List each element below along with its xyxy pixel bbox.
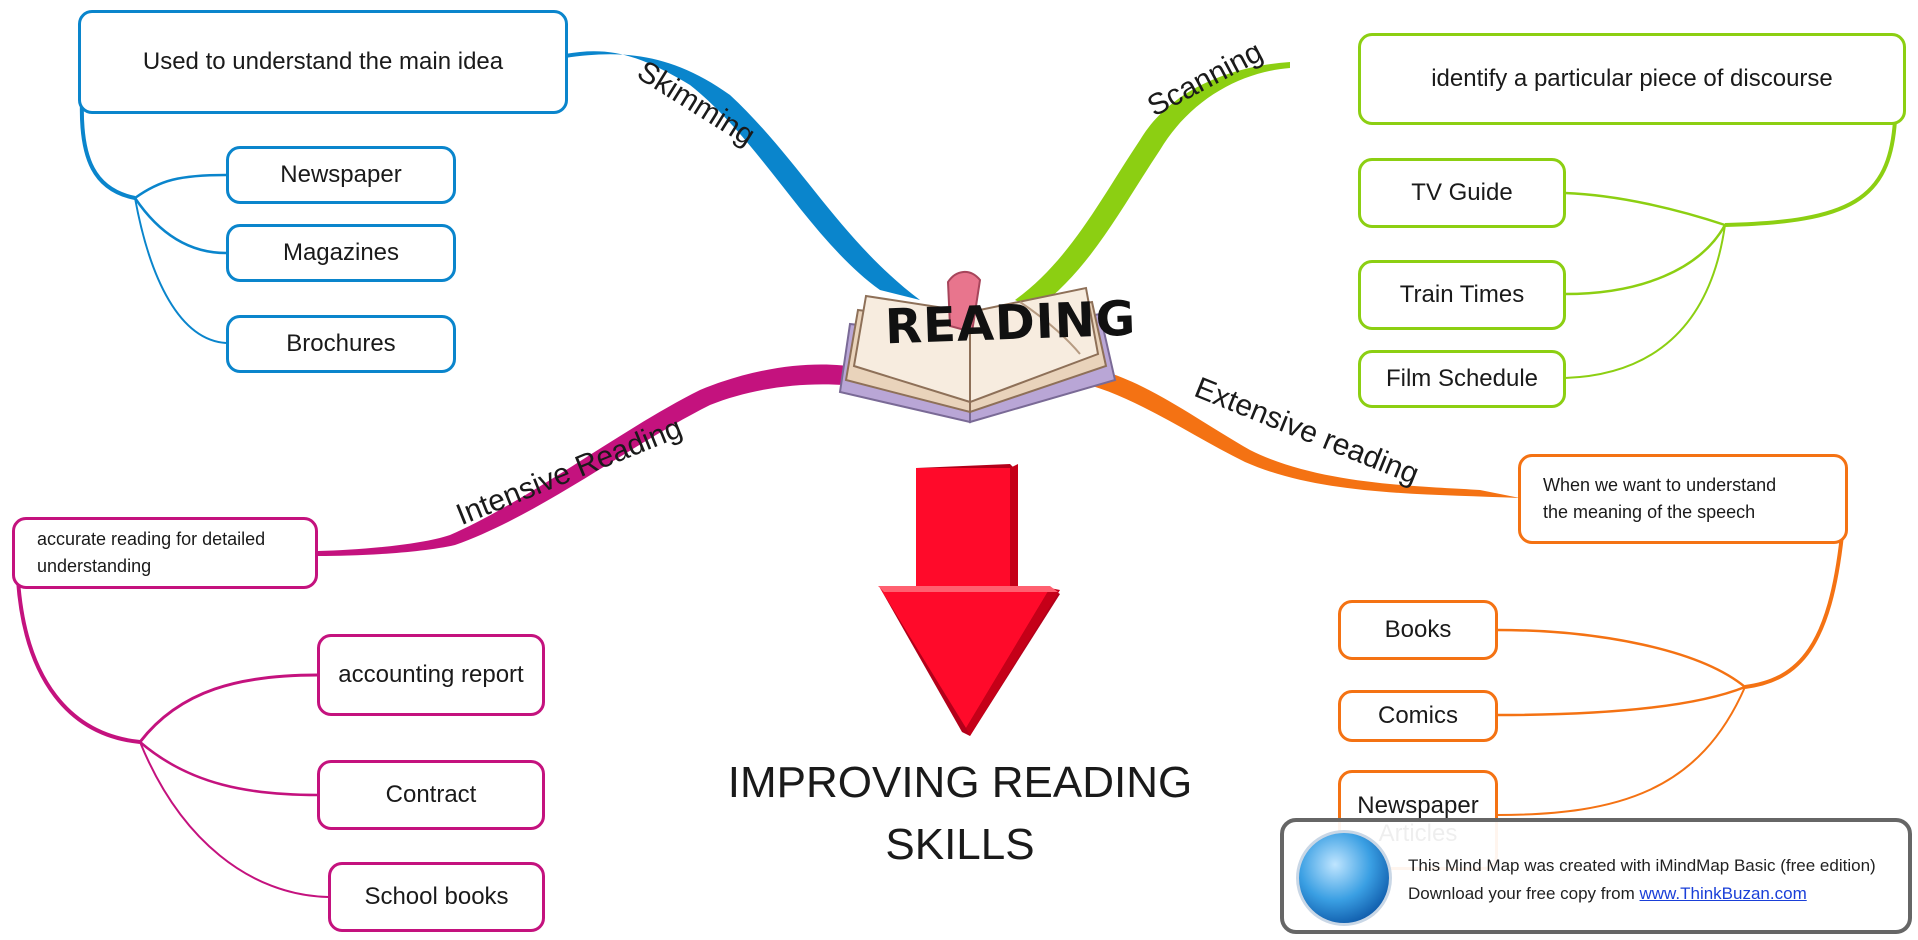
scanning-example-node[interactable]: TV Guide	[1358, 158, 1566, 228]
extensive-description-node[interactable]: When we want to understand the meaning o…	[1518, 454, 1848, 544]
intensive-description-node[interactable]: accurate reading for detailed understand…	[12, 517, 318, 589]
imindmap-watermark: This Mind Map was created with iMindMap …	[1280, 818, 1912, 934]
intensive-trunk	[16, 579, 141, 744]
open-book-icon[interactable]	[830, 262, 1120, 432]
scanning-connector-3	[1564, 224, 1726, 379]
intensive-example-node[interactable]: accounting report	[317, 634, 545, 716]
improving-reading-skills-heading: IMPROVING READING SKILLS	[727, 758, 1193, 869]
intensive-connector-3	[139, 741, 329, 898]
skimming-connector-2	[133, 197, 227, 255]
skimming-example-node[interactable]: Magazines	[226, 224, 456, 282]
intensive-example-node[interactable]: School books	[328, 862, 545, 932]
central-topic-title[interactable]: READING	[884, 290, 1138, 356]
intensive-connector-1	[138, 673, 319, 743]
watermark-download-text: Download your free copy from www.ThinkBu…	[1408, 884, 1807, 904]
intensive-example-node[interactable]: Contract	[317, 760, 545, 830]
scanning-example-node[interactable]: Film Schedule	[1358, 350, 1566, 408]
skimming-description-node[interactable]: Used to understand the main idea	[78, 10, 568, 114]
scanning-example-node[interactable]: Train Times	[1358, 260, 1566, 330]
extensive-example-node[interactable]: Books	[1338, 600, 1498, 660]
skimming-connector-3	[134, 197, 227, 344]
skimming-branch	[565, 51, 920, 300]
down-arrow-icon	[878, 464, 1060, 736]
skimming-connector-1	[134, 173, 227, 200]
scanning-branch	[1015, 62, 1290, 310]
extensive-example-node[interactable]: Comics	[1338, 690, 1498, 742]
scanning-connector-2	[1564, 224, 1727, 296]
imindmap-logo-icon	[1296, 830, 1392, 926]
thinkbuzan-link[interactable]: www.ThinkBuzan.com	[1639, 884, 1807, 903]
extensive-trunk	[1744, 534, 1844, 689]
intensive-branch	[318, 364, 870, 556]
scanning-trunk	[1724, 119, 1897, 227]
skimming-example-node[interactable]: Brochures	[226, 315, 456, 373]
watermark-text: This Mind Map was created with iMindMap …	[1408, 856, 1876, 875]
skimming-example-node[interactable]: Newspaper	[226, 146, 456, 204]
scanning-description-node[interactable]: identify a particular piece of discourse	[1358, 33, 1906, 125]
intensive-connector-2	[139, 741, 319, 797]
extensive-connector-1	[1496, 628, 1746, 688]
scanning-connector-1	[1564, 191, 1726, 227]
extensive-connector-2	[1496, 685, 1746, 717]
extensive-connector-3	[1496, 686, 1746, 816]
watermark-download-prefix: Download your free copy from	[1408, 884, 1640, 903]
skimming-trunk	[79, 99, 136, 200]
